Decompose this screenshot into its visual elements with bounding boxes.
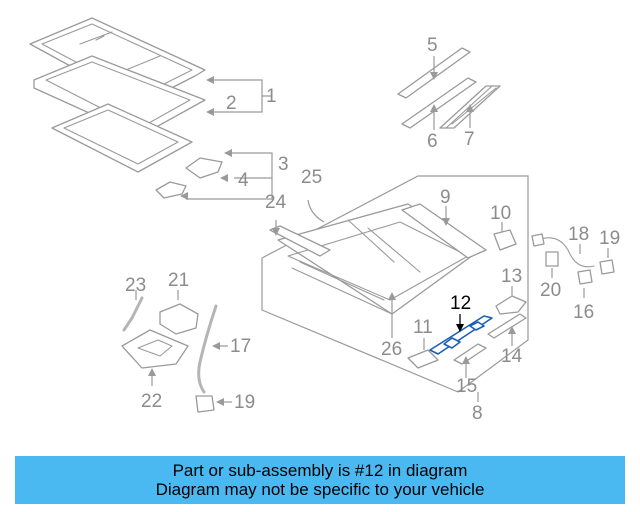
hose-23 — [122, 296, 144, 332]
callout-17: 17 — [230, 336, 251, 357]
callout-20: 20 — [540, 280, 561, 301]
part-15 — [453, 343, 487, 365]
callout-4: 4 — [238, 170, 249, 191]
part-22 — [121, 329, 189, 369]
leader-3 — [186, 152, 273, 200]
part-16 — [577, 269, 593, 285]
info-banner: Part or sub-assembly is #12 in diagram D… — [15, 456, 625, 504]
frame — [51, 103, 193, 173]
callout-19-left: 19 — [234, 392, 255, 413]
bracket-lower — [155, 181, 187, 199]
callout-8: 8 — [472, 403, 483, 424]
banner-line-1: Part or sub-assembly is #12 in diagram — [172, 461, 468, 480]
callout-13: 13 — [501, 266, 522, 287]
callout-21: 21 — [168, 270, 189, 291]
callout-14: 14 — [501, 346, 523, 367]
callout-12: 12 — [450, 293, 471, 314]
callout-16: 16 — [573, 302, 594, 323]
leader-1 — [212, 79, 272, 113]
callout-6: 6 — [427, 131, 438, 152]
part-11 — [407, 349, 439, 369]
part-19-valve — [195, 395, 215, 413]
callout-3: 3 — [278, 154, 289, 175]
callout-11: 11 — [413, 317, 433, 338]
callout-26: 26 — [381, 339, 402, 360]
rails — [397, 47, 501, 129]
callout-18: 18 — [568, 224, 589, 245]
callout-19-right: 19 — [599, 228, 620, 249]
banner-line-2: Diagram may not be specific to your vehi… — [155, 480, 485, 499]
leader-25 — [307, 199, 325, 223]
callout-7: 7 — [464, 129, 475, 150]
part-21 — [159, 303, 199, 335]
callout-10: 10 — [490, 203, 511, 224]
drain-hose-17 — [197, 304, 218, 394]
callout-22: 22 — [141, 391, 162, 412]
part-14 — [487, 313, 527, 339]
leader-12-arrow — [456, 324, 464, 332]
callout-2: 2 — [226, 93, 237, 114]
callout-24: 24 — [265, 192, 287, 213]
part-13 — [495, 295, 527, 315]
highlighted-part-12 — [429, 315, 493, 355]
parts-diagram: 1 2 3 4 5 6 7 8 9 10 11 12 13 14 15 16 1… — [29, 17, 620, 424]
drain-hose-18 — [537, 237, 595, 268]
roof-frame-assembly — [261, 175, 529, 393]
bracket-upper — [185, 157, 223, 179]
callout-5: 5 — [427, 35, 438, 56]
part-20 — [545, 251, 559, 267]
part-19-cap — [599, 259, 615, 275]
callout-9: 9 — [440, 187, 451, 208]
part-10 — [493, 229, 517, 251]
callout-1: 1 — [266, 86, 277, 107]
part-18-clip — [531, 233, 545, 247]
callout-labels: 1 2 3 4 5 6 7 8 9 10 11 12 13 14 15 16 1… — [125, 35, 620, 424]
callout-25: 25 — [301, 167, 322, 188]
callout-15: 15 — [456, 376, 477, 397]
callout-23: 23 — [125, 275, 146, 296]
